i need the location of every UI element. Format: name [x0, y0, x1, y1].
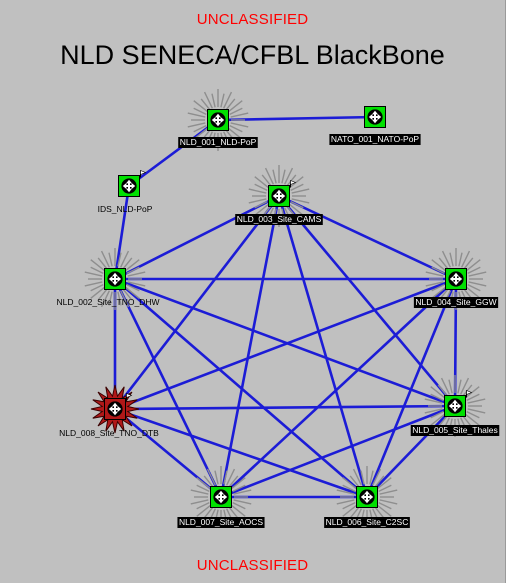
- node-nld004[interactable]: NLD_004_Site_GGW: [413, 248, 499, 310]
- node-label-background: [324, 517, 410, 528]
- four-way-arrows-icon: [447, 398, 463, 414]
- four-way-arrows-icon: [107, 271, 123, 287]
- node-nld002[interactable]: NLD_002_Site_TNO_DHW: [57, 248, 160, 310]
- link-nld008-nld006[interactable]: [113, 407, 369, 499]
- node-nld006[interactable]: NLD_006_Site_C2SC: [324, 466, 410, 528]
- link-nld003-nld005[interactable]: [277, 194, 457, 408]
- flag-icon: [290, 180, 297, 188]
- four-way-arrows-icon: [121, 178, 137, 194]
- classification-banner-top: UNCLASSIFIED: [196, 11, 309, 28]
- node-label: NLD_006_Site_C2SC: [326, 517, 409, 527]
- four-way-arrows-icon: [213, 489, 229, 505]
- link-nld005-nld007[interactable]: [219, 404, 457, 499]
- four-way-arrows-icon: [367, 109, 383, 125]
- node-label-background: [410, 425, 500, 436]
- flag-icon: [466, 390, 473, 398]
- link-nld005-nld006[interactable]: [365, 404, 457, 499]
- node-nato001[interactable]: NATO_001_NATO-PoP: [329, 106, 421, 146]
- node-label: NATO_001_NATO-PoP: [331, 134, 420, 144]
- node-label-background: [329, 134, 421, 145]
- link-nld005-nld008[interactable]: [113, 404, 457, 411]
- activity-halo: [187, 89, 249, 151]
- node-label: NLD_001_NLD-PoP: [180, 137, 257, 147]
- four-way-arrows-icon: [448, 271, 464, 287]
- link-nld003-nld004[interactable]: [277, 194, 458, 281]
- node-label-background: [177, 517, 265, 528]
- node-label-background: [413, 297, 499, 308]
- node-label: NLD_008_Site_TNO_DTB: [59, 428, 159, 438]
- flag-icon: [140, 170, 147, 178]
- four-way-arrows-icon: [359, 489, 375, 505]
- node-label: NLD_004_Site_GGW: [415, 297, 496, 307]
- node-label: IDS_NLD-PoP: [98, 204, 153, 214]
- link-nld004-nld008[interactable]: [113, 277, 458, 411]
- node-nld003[interactable]: NLD_003_Site_CAMS: [235, 165, 323, 227]
- link-ids-nld002[interactable]: [113, 184, 131, 281]
- link-nld003-nld008[interactable]: [113, 194, 281, 411]
- nodes-layer: NLD_001_NLD-PoP NATO_001_NATO-PoP IDS_NLD-…: [57, 89, 500, 528]
- link-nld003-nld007[interactable]: [219, 194, 281, 499]
- link-nld002-nld005[interactable]: [113, 277, 457, 408]
- node-nld001[interactable]: NLD_001_NLD-PoP: [178, 89, 258, 151]
- classification-banner-bottom: UNCLASSIFIED: [196, 557, 309, 574]
- node-label-background: [235, 214, 323, 225]
- node-label-background: [178, 137, 258, 148]
- node-label: NLD_003_Site_CAMS: [237, 214, 322, 224]
- link-nld004-nld006[interactable]: [365, 277, 458, 499]
- node-nld008[interactable]: NLD_008_Site_TNO_DTB: [59, 384, 159, 438]
- four-way-arrows-icon: [271, 188, 287, 204]
- link-nld003-nld002[interactable]: [113, 194, 281, 281]
- link-nld002-nld006[interactable]: [113, 277, 369, 499]
- flag-icon: [126, 393, 133, 401]
- node-label: NLD_005_Site_Thales: [412, 425, 498, 435]
- four-way-arrows-icon: [210, 112, 226, 128]
- activity-halo: [84, 248, 146, 310]
- node-label: NLD_007_Site_AOCS: [179, 517, 263, 527]
- node-nld005[interactable]: NLD_005_Site_Thales: [410, 375, 500, 437]
- map-title: NLD SENECA/CFBL BlackBone: [60, 40, 445, 70]
- links-layer: [113, 115, 458, 499]
- four-way-arrows-icon: [107, 401, 123, 417]
- activity-halo: [190, 466, 252, 528]
- node-ids[interactable]: IDS_NLD-PoP: [98, 170, 153, 215]
- node-nld007[interactable]: NLD_007_Site_AOCS: [177, 466, 265, 528]
- node-label: NLD_002_Site_TNO_DHW: [57, 297, 160, 307]
